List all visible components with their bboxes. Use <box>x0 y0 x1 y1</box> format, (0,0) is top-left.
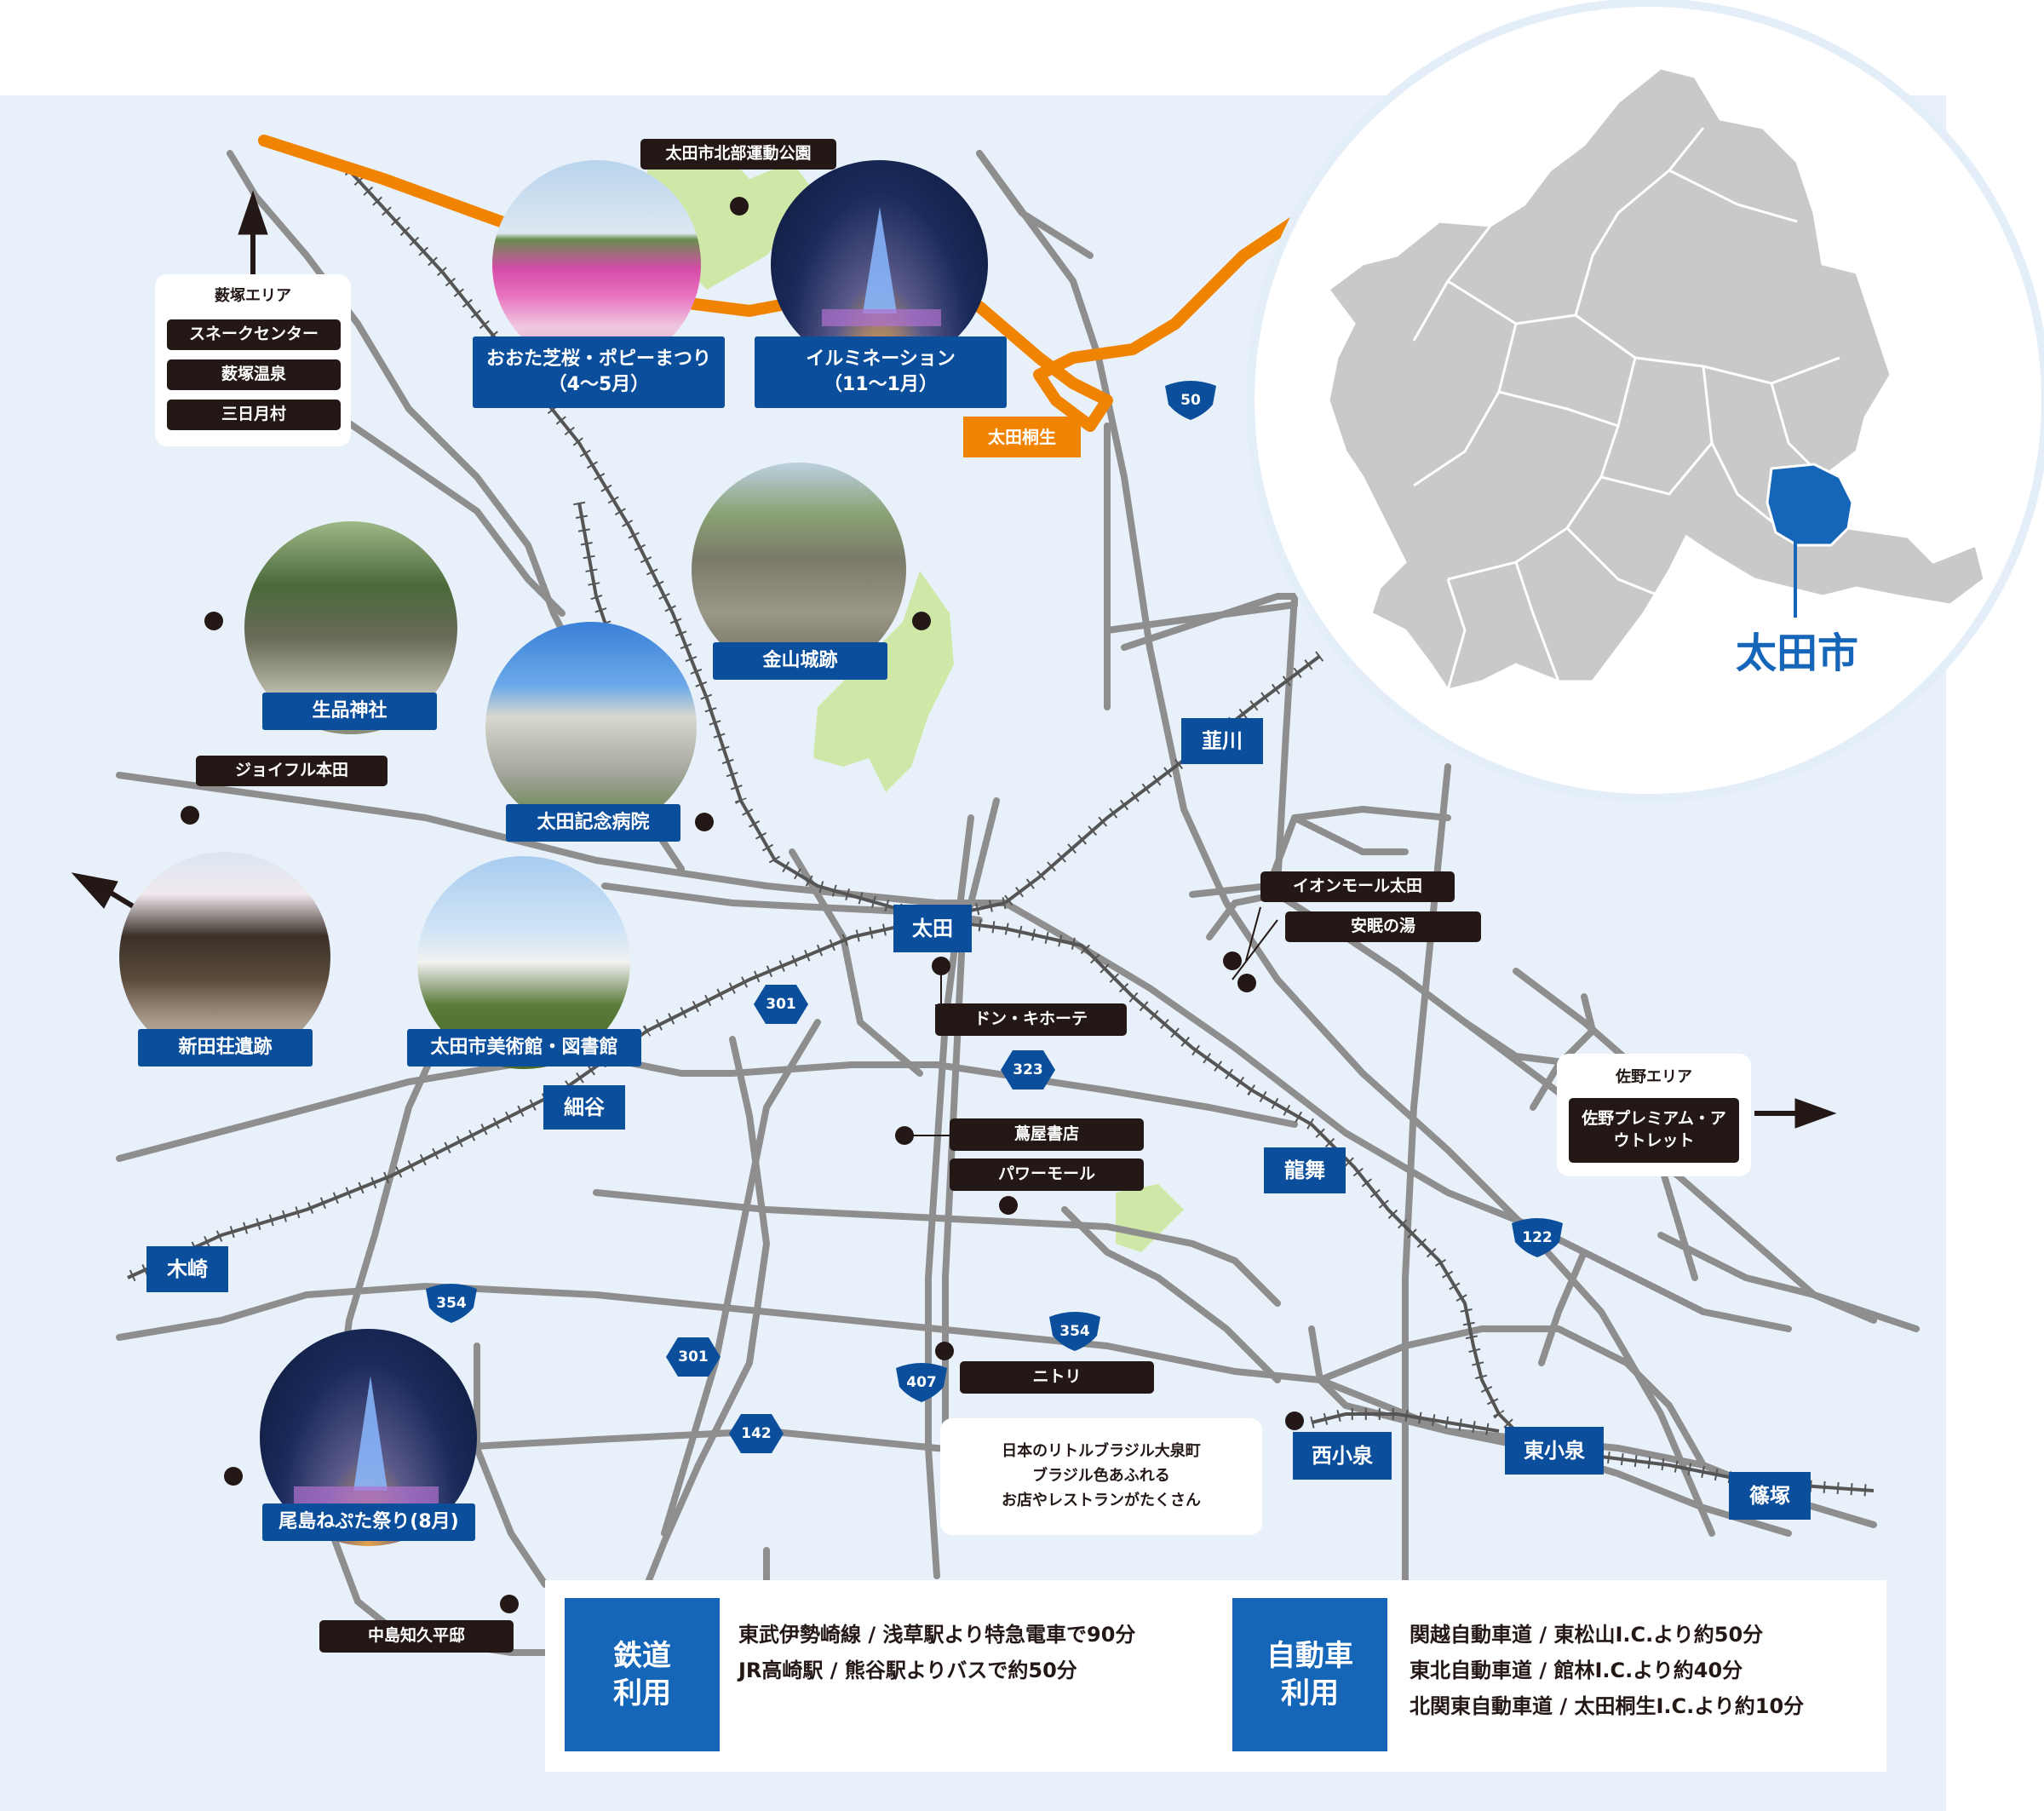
route-122: 122 <box>1510 1218 1565 1257</box>
yabuzuka-area-card: 薮塚エリア スネークセンター 薮塚温泉 三日月村 <box>155 274 351 446</box>
spot-illumination[interactable]: イルミネーション （11～1月） <box>755 336 1007 408</box>
access-rail-line-1: 東武伊勢崎線 / 浅草駅より特急電車で90分 <box>738 1623 1136 1647</box>
spot-nitori[interactable]: ニトリ <box>960 1361 1154 1394</box>
station-higashikoizumi[interactable]: 東小泉 <box>1505 1427 1604 1475</box>
photo-kanayama <box>692 463 906 677</box>
ota-city-highlight <box>1766 463 1854 547</box>
spot-mikazukimura[interactable]: 三日月村 <box>167 400 341 430</box>
station-hosoya[interactable]: 細谷 <box>543 1085 625 1130</box>
spot-donki[interactable]: ドン・キホーテ <box>935 1003 1127 1036</box>
marker-joyful <box>181 806 199 825</box>
marker-donki <box>932 957 950 975</box>
photo-nitta <box>119 852 330 1063</box>
spot-yabuzuka-onsen[interactable]: 薮塚温泉 <box>167 359 341 390</box>
yabuzuka-area-title: 薮塚エリア <box>215 286 291 305</box>
access-car-line-2: 東北自動車道 / 館林I.C.より約40分 <box>1410 1659 1743 1682</box>
marker-ikushina <box>204 612 223 630</box>
spot-nakajima[interactable]: 中島知久平邸 <box>319 1620 514 1653</box>
access-car-heading: 自動車 利用 <box>1232 1598 1387 1751</box>
photo-shibazakura <box>492 160 701 369</box>
access-car-text: 関越自動車道 / 東松山I.C.より約50分 東北自動車道 / 館林I.C.より… <box>1410 1617 1869 1724</box>
photo-illumination <box>771 160 988 369</box>
direction-arrows <box>71 190 1837 1129</box>
spot-kanayama[interactable]: 金山城跡 <box>713 642 887 680</box>
spot-museum[interactable]: 太田市美術館・図書館 <box>407 1029 641 1066</box>
route-354-east: 354 <box>1048 1312 1102 1351</box>
station-kizaki[interactable]: 木崎 <box>146 1246 228 1292</box>
marker-powermall <box>999 1196 1018 1215</box>
spot-hokubu-park[interactable]: 太田市北部運動公園 <box>640 139 836 170</box>
marker-hokubu-park <box>730 197 749 216</box>
access-rail-heading: 鉄道 利用 <box>565 1598 720 1751</box>
spot-joyful[interactable]: ジョイフル本田 <box>196 756 388 786</box>
access-rail-line-2: JR高崎駅 / 熊谷駅よりバスで約50分 <box>738 1659 1077 1682</box>
station-shinozuka[interactable]: 篠塚 <box>1729 1472 1811 1520</box>
municipal-borders <box>1412 127 1840 691</box>
spot-nitta[interactable]: 新田荘遺跡 <box>138 1029 313 1066</box>
route-323: 323 <box>1001 1050 1055 1089</box>
spot-aeon[interactable]: イオンモール太田 <box>1260 871 1455 902</box>
brazil-info-card: 日本のリトルブラジル大泉町 ブラジル色あふれる お店やレストランがたくさん <box>940 1418 1262 1535</box>
spot-anmin-no-yu[interactable]: 安眠の湯 <box>1285 911 1481 942</box>
access-panel <box>545 1580 1886 1772</box>
spot-ojima-nebuta[interactable]: 尾島ねぷた祭り(8月) <box>262 1503 475 1541</box>
spot-snake-center[interactable]: スネークセンター <box>167 319 341 350</box>
station-nishikoizumi[interactable]: 西小泉 <box>1293 1432 1392 1480</box>
ota-city-label: 太田市 <box>1735 629 1858 677</box>
marker-kinen-hospital <box>695 813 714 831</box>
brazil-info-text: 日本のリトルブラジル大泉町 ブラジル色あふれる お店やレストランがたくさん <box>1002 1442 1201 1509</box>
route-407: 407 <box>894 1363 949 1402</box>
sano-area-card: 佐野エリア 佐野プレミアム・アウトレット <box>1557 1054 1751 1176</box>
photo-hospital <box>485 622 697 833</box>
marker-kanayama <box>912 612 931 630</box>
route-142: 142 <box>729 1414 784 1453</box>
marker-nakajima <box>500 1595 519 1613</box>
spot-sano-outlet[interactable]: 佐野プレミアム・アウトレット <box>1569 1098 1739 1163</box>
route-301-south: 301 <box>666 1337 721 1377</box>
roads <box>116 150 1920 1656</box>
marker-tsutaya <box>895 1126 914 1145</box>
station-tatsumai[interactable]: 龍舞 <box>1264 1147 1346 1193</box>
sano-area-title: 佐野エリア <box>1616 1067 1692 1086</box>
marker-nitori <box>935 1342 954 1360</box>
route-50: 50 <box>1163 381 1218 420</box>
access-car-line-1: 関越自動車道 / 東松山I.C.より約50分 <box>1410 1623 1764 1647</box>
station-ota[interactable]: 太田 <box>893 905 972 952</box>
marker-nishikoizumi <box>1285 1411 1304 1430</box>
interchange-ota-kiryu[interactable]: 太田桐生 <box>963 417 1081 457</box>
spot-tsutaya[interactable]: 蔦屋書店 <box>950 1118 1144 1151</box>
marker-aeon <box>1223 951 1242 970</box>
spot-ikushina[interactable]: 生品神社 <box>262 693 437 730</box>
route-354-west: 354 <box>424 1284 479 1323</box>
access-rail-text: 東武伊勢崎線 / 浅草駅より特急電車で90分 JR高崎駅 / 熊谷駅よりバスで約… <box>738 1617 1215 1688</box>
spot-kinen-hospital[interactable]: 太田記念病院 <box>506 804 680 842</box>
access-car-line-3: 北関東自動車道 / 太田桐生I.C.より約10分 <box>1410 1694 1805 1718</box>
route-301-north: 301 <box>754 985 808 1024</box>
spot-shibazakura[interactable]: おおた芝桜・ポピーまつり （4～5月） <box>473 336 725 408</box>
marker-ojima <box>224 1467 243 1486</box>
station-nirakawa[interactable]: 韮川 <box>1181 718 1263 764</box>
spot-powermall[interactable]: パワーモール <box>950 1158 1144 1191</box>
marker-anmin <box>1237 974 1256 992</box>
